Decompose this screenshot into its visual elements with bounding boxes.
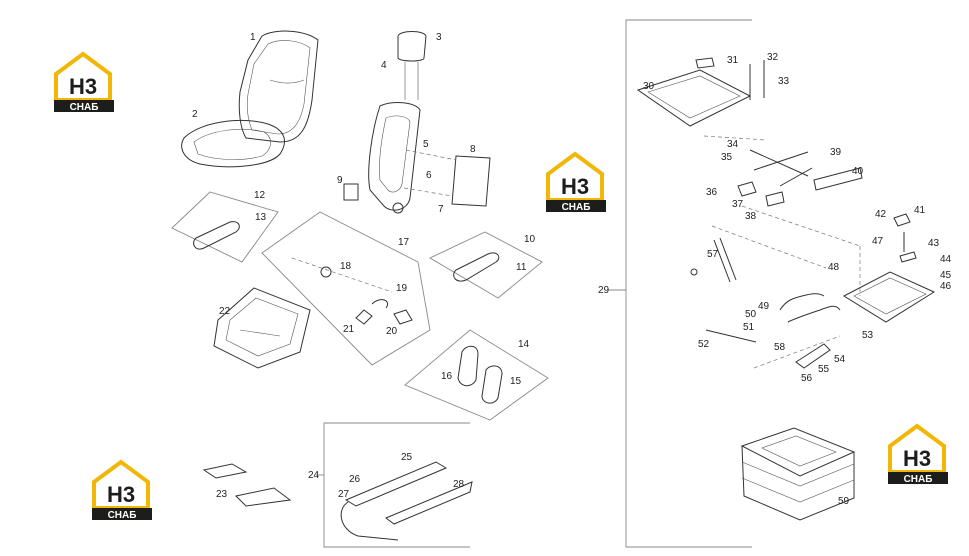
- logo-caption: СНАБ: [108, 510, 137, 521]
- callout-35: 35: [721, 152, 733, 163]
- callout-24: 24: [308, 470, 320, 481]
- callout-3: 3: [436, 32, 442, 43]
- callout-40: 40: [852, 166, 864, 177]
- base-plate: [842, 213, 936, 323]
- callout-56: 56: [801, 373, 813, 384]
- callout-50: 50: [745, 309, 757, 320]
- callout-57: 57: [707, 249, 719, 260]
- callout-44: 44: [940, 254, 952, 265]
- callout-30: 30: [643, 81, 655, 92]
- seat-pan-frame: [213, 287, 311, 369]
- callout-9: 9: [337, 175, 343, 186]
- mount-bracket: [202, 463, 292, 507]
- callout-34: 34: [727, 139, 739, 150]
- callout-41: 41: [914, 205, 926, 216]
- callout-11: 11: [516, 262, 527, 273]
- callout-46: 46: [940, 281, 952, 292]
- callout-45: 45: [940, 270, 952, 281]
- logo-caption: СНАБ: [562, 202, 591, 213]
- callout-38: 38: [745, 211, 757, 222]
- callout-47: 47: [872, 236, 884, 247]
- callout-12: 12: [254, 190, 266, 201]
- callout-15: 15: [510, 376, 522, 387]
- callout-19: 19: [396, 283, 408, 294]
- recliner-parts: [291, 257, 413, 325]
- callout-39: 39: [830, 147, 842, 158]
- callout-20: 20: [386, 326, 398, 337]
- shock-absorber: [690, 237, 737, 283]
- suspension-top-plate: [636, 57, 765, 127]
- callout-37: 37: [732, 199, 744, 210]
- callout-25: 25: [401, 452, 413, 463]
- bellows-cover: [740, 427, 856, 521]
- callout-13: 13: [255, 212, 267, 223]
- logo-mark: H3: [561, 174, 589, 199]
- callout-14: 14: [518, 339, 530, 350]
- callout-53: 53: [862, 330, 874, 341]
- callout-54: 54: [834, 354, 846, 365]
- callout-42: 42: [875, 209, 887, 220]
- callout-32: 32: [767, 52, 779, 63]
- headrest: [397, 31, 427, 100]
- callout-48: 48: [828, 262, 840, 273]
- callout-2: 2: [192, 109, 198, 120]
- callout-5: 5: [423, 139, 429, 150]
- callout-59: 59: [838, 496, 850, 507]
- callout-16: 16: [441, 371, 453, 382]
- callout-49: 49: [758, 301, 770, 312]
- spring-assembly: [705, 293, 841, 369]
- assembly-frames: [171, 19, 752, 548]
- callout-8: 8: [470, 144, 476, 155]
- armrest-left: [193, 221, 240, 250]
- callout-23: 23: [216, 489, 228, 500]
- backrest-frame: [343, 102, 421, 214]
- logo-mark: H3: [107, 482, 135, 507]
- callout-43: 43: [928, 238, 940, 249]
- scissor-linkage: [703, 135, 863, 207]
- side-covers: [457, 345, 503, 404]
- callout-29: 29: [598, 285, 610, 296]
- logo-caption: СНАБ: [70, 102, 99, 113]
- callout-18: 18: [340, 261, 352, 272]
- callout-55: 55: [818, 364, 830, 375]
- callout-28: 28: [453, 479, 465, 490]
- logo-mark: H3: [69, 74, 97, 99]
- callout-27: 27: [338, 489, 350, 500]
- armrest-right: [453, 252, 500, 282]
- callout-52: 52: [698, 339, 710, 350]
- seat-back-cushion: [238, 30, 319, 143]
- callout-10: 10: [524, 234, 536, 245]
- leader-lines: [711, 205, 861, 369]
- callout-1: 1: [250, 32, 256, 43]
- logo-mark: H3: [903, 446, 931, 471]
- callout-labels: 1234567891011121314151617181920212223242…: [192, 32, 952, 507]
- callout-31: 31: [727, 55, 739, 66]
- slide-rail: [340, 461, 473, 541]
- callout-26: 26: [349, 474, 361, 485]
- callout-36: 36: [706, 187, 718, 198]
- logo-caption: СНАБ: [904, 474, 933, 485]
- back-panel: [403, 149, 491, 207]
- callout-6: 6: [426, 170, 432, 181]
- seat-cushion: [181, 119, 285, 168]
- callout-7: 7: [438, 204, 444, 215]
- callout-22: 22: [219, 306, 231, 317]
- callout-4: 4: [381, 60, 387, 71]
- callout-21: 21: [343, 324, 355, 335]
- callout-51: 51: [743, 322, 755, 333]
- callout-17: 17: [398, 237, 410, 248]
- callout-58: 58: [774, 342, 786, 353]
- callout-33: 33: [778, 76, 790, 87]
